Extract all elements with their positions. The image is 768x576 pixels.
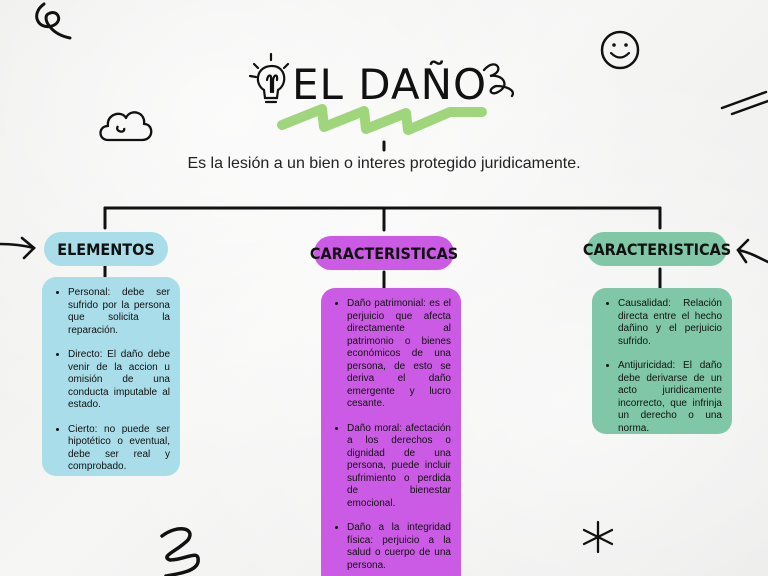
list-item: Causalidad: Relación directa entre el he… xyxy=(618,298,722,348)
arrow-right-doodle xyxy=(0,236,36,260)
connector-lines xyxy=(103,140,662,290)
page-title: EL DAÑO xyxy=(292,60,488,109)
header-elementos: ELEMENTOS xyxy=(44,232,168,266)
header-caracteristicas-center: CARACTERISTICAS xyxy=(310,236,458,270)
lightbulb-icon xyxy=(248,52,290,104)
slash-lines-doodle xyxy=(720,90,768,116)
list-item: Personal: debe ser sufrido por la person… xyxy=(68,287,170,337)
elementos-list: Personal: debe ser sufrido por la person… xyxy=(52,287,170,474)
curl-doodle-top-left xyxy=(35,2,72,40)
box-caracteristicas-center: Daño patrimonial: es el perjuicio que af… xyxy=(321,288,461,576)
star-doodle xyxy=(582,520,614,554)
list-item: Cierto: no puede ser hipotético o eventu… xyxy=(68,424,170,474)
squiggle-doodle-title xyxy=(482,63,515,98)
definition-text: Es la lesión a un bien o interes protegi… xyxy=(187,155,581,172)
arrow-left-doodle xyxy=(736,238,768,264)
list-item: Daño moral: afectación a los derechos o … xyxy=(347,423,451,511)
list-item: Daño patrimonial: es el perjuicio que af… xyxy=(347,298,451,411)
list-item: Antijuricidad: El daño debe derivarse de… xyxy=(618,360,722,435)
caracteristicas-center-list: Daño patrimonial: es el perjuicio que af… xyxy=(331,298,451,572)
cloud-icon xyxy=(99,111,153,142)
caracteristicas-right-list: Causalidad: Relación directa entre el he… xyxy=(602,298,722,435)
list-item: Daño a la integridad física: perjuicio a… xyxy=(347,522,451,572)
spiral-doodle xyxy=(160,527,200,576)
box-caracteristicas-right: Causalidad: Relación directa entre el he… xyxy=(592,288,732,434)
header-caracteristicas-right: CARACTERISTICAS xyxy=(583,232,731,266)
green-scribble xyxy=(277,104,487,135)
smiley-icon xyxy=(600,30,640,70)
list-item: Directo: El daño debe venir de la accion… xyxy=(68,349,170,412)
box-elementos: Personal: debe ser sufrido por la person… xyxy=(42,277,180,476)
